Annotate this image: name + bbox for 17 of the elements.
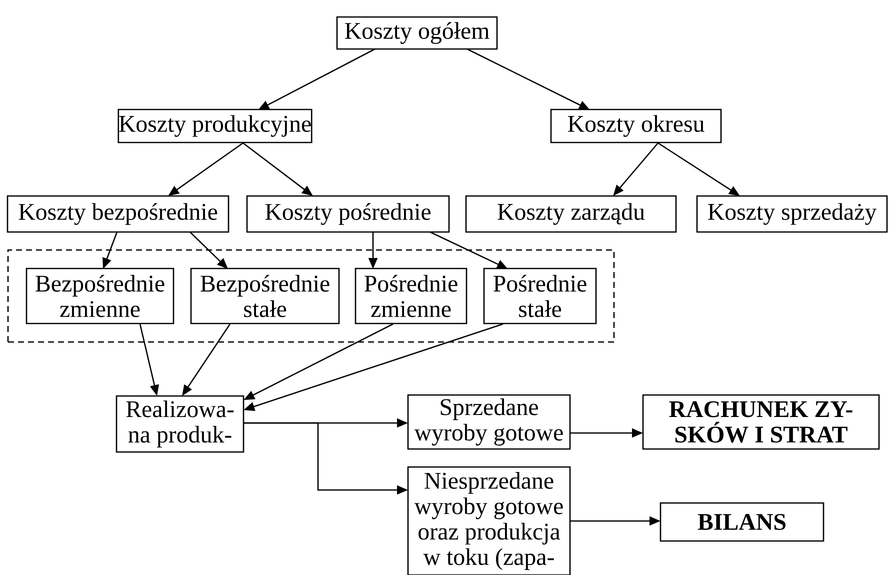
process-box: Bezpośrednie zmienne [26, 268, 174, 324]
process-box: BILANS [660, 502, 824, 542]
process-box: Niesprzedane wyroby gotowe oraz produkcja w toku (zapa- [407, 466, 571, 575]
process-box: Pośrednie stałe [483, 268, 597, 324]
process-box: Koszty ogółem [336, 16, 498, 50]
process-box: Koszty okresu [550, 108, 722, 144]
group-frame [7, 249, 615, 343]
process-box: Koszty pośrednie [246, 195, 450, 233]
process-box: Koszty bezpośrednie [6, 195, 230, 233]
process-box: Koszty produkcyjne [118, 108, 312, 144]
process-box: Pośrednie zmienne [354, 268, 468, 324]
process-box: Sprzedane wyroby gotowe [407, 394, 571, 450]
process-box: Realizowa- na produk- [116, 395, 244, 453]
process-box: RACHUNEK ZY- SKÓW I STRAT [642, 394, 880, 450]
process-box: Koszty zarządu [465, 195, 677, 233]
process-box: Bezpośrednie stałe [190, 268, 340, 324]
process-box: Koszty sprzedaży [696, 195, 888, 233]
